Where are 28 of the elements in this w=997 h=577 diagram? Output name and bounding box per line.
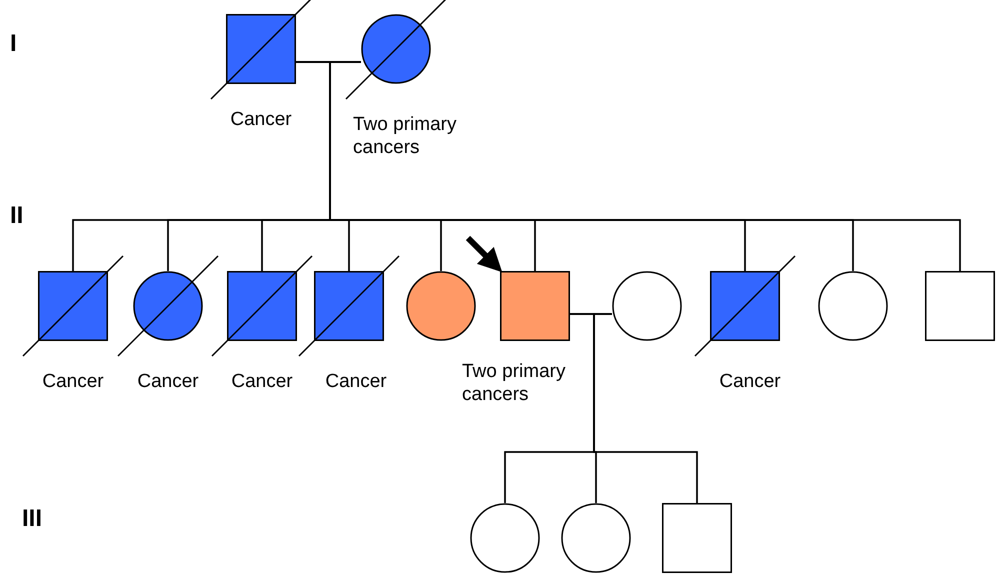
female-symbol (133, 271, 203, 341)
male-symbol (662, 503, 732, 573)
condition-label: Cancer (718, 370, 782, 393)
condition-label: Two primary cancers (462, 360, 566, 406)
male-symbol (226, 14, 296, 84)
female-symbol (470, 503, 540, 573)
condition-label: Cancer (229, 108, 293, 131)
condition-label: Cancer (324, 370, 388, 393)
male-symbol (925, 271, 995, 341)
female-symbol (361, 14, 431, 84)
female-symbol (406, 271, 476, 341)
condition-label: Cancer (41, 370, 105, 393)
female-symbol (818, 271, 888, 341)
male-symbol (227, 271, 297, 341)
condition-label: Two primary cancers (353, 113, 458, 159)
male-symbol (314, 271, 384, 341)
female-symbol (612, 271, 682, 341)
condition-label: Cancer (230, 370, 294, 393)
male-symbol (710, 271, 780, 341)
generation-label: III (22, 505, 42, 533)
male-symbol (500, 271, 570, 341)
condition-label: Cancer (136, 370, 200, 393)
male-symbol (38, 271, 108, 341)
generation-label: I (10, 30, 17, 58)
pedigree-line (593, 313, 698, 503)
female-symbol (561, 503, 631, 573)
pointer-arrow (466, 236, 502, 272)
generation-label: II (10, 202, 24, 230)
